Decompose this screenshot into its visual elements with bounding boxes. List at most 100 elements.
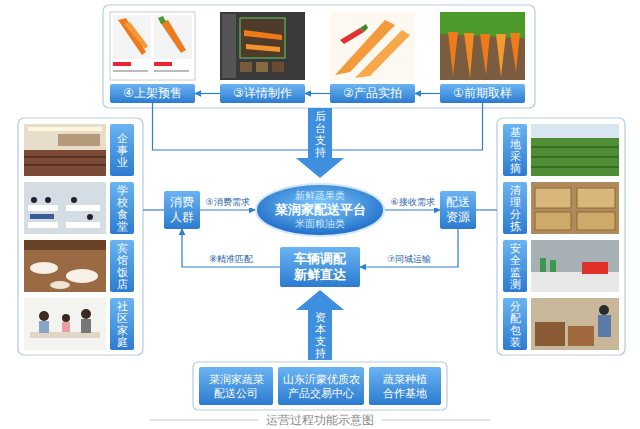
partner-box: 山东沂蒙优质农产品交易中心	[278, 367, 364, 405]
sorting-photo	[531, 182, 619, 234]
hotel-photo	[66, 269, 98, 283]
field-photo	[531, 166, 619, 168]
family-photo	[62, 314, 70, 322]
editing-photo	[256, 62, 268, 72]
testing-photo	[531, 240, 619, 292]
panel-frame	[193, 362, 447, 410]
product-photo	[330, 12, 415, 80]
canteen-photo	[66, 222, 100, 228]
listing-photo	[118, 18, 146, 55]
editing-photo	[240, 62, 252, 72]
testing-photo	[540, 258, 546, 272]
flow-connector	[305, 93, 330, 94]
testing-photo	[582, 262, 608, 274]
panel-frame	[18, 118, 143, 355]
flow-connector	[360, 229, 458, 267]
partner-box: 蔬菜种植合作基地	[369, 367, 441, 405]
product-photo	[330, 12, 415, 80]
sample-photo	[464, 33, 474, 78]
family-photo	[39, 311, 49, 321]
editing-photo	[222, 14, 236, 78]
editing-photo	[240, 18, 285, 58]
support-arrow: 后台支持	[308, 108, 332, 160]
hub-box: 消费人群	[164, 191, 200, 229]
delivery-box: 车辆调配 新鲜直达	[280, 247, 360, 287]
step-label: ③详情制作	[220, 84, 305, 103]
testing-photo	[531, 240, 619, 292]
canteen-photo	[31, 197, 37, 203]
editing-photo	[220, 12, 305, 80]
office-photo	[58, 134, 100, 146]
node-text: 米面粮油类	[295, 218, 345, 230]
listing-photo	[110, 12, 195, 80]
node-text: 配送资源	[445, 195, 471, 225]
flow-connector	[332, 103, 483, 150]
ellipse-shape	[256, 184, 384, 236]
hotel-photo	[30, 262, 58, 274]
canteen-photo	[28, 222, 58, 228]
flow-connector	[153, 103, 309, 150]
node-text: 蔬菜种植合作基地	[381, 372, 428, 401]
packing-photo	[598, 315, 611, 337]
arrow-shape	[296, 290, 344, 360]
supply-label: 基地采摘	[503, 124, 527, 176]
office-photo	[24, 156, 106, 158]
edge-label: ⑥接收需求	[389, 197, 435, 208]
editing-photo	[244, 30, 282, 40]
family-photo	[81, 319, 91, 333]
sample-photo	[440, 12, 525, 80]
flow-connector	[182, 229, 280, 267]
customer-label: 宾馆饭店	[110, 240, 134, 292]
panel-frame	[103, 5, 535, 108]
sorting-photo	[535, 188, 571, 208]
node-text: 后台支持	[315, 110, 326, 158]
node-text: 资本支持	[315, 311, 326, 359]
panel-frame	[497, 118, 625, 355]
office-photo	[24, 124, 106, 176]
listing-photo	[113, 15, 151, 59]
canteen-photo	[87, 214, 93, 220]
customer-label: 社区家庭	[110, 298, 134, 350]
customer-label: 企事业	[110, 124, 134, 176]
edge-label: ⑦同城运输	[386, 254, 432, 265]
flow-connector	[200, 209, 255, 210]
supply-label: 安全监测	[503, 240, 527, 292]
hotel-photo	[24, 240, 106, 292]
node-text: 分配包装	[510, 300, 521, 348]
canteen-photo	[28, 205, 58, 211]
office-photo	[24, 124, 106, 176]
editing-photo	[246, 44, 280, 52]
packing-photo	[531, 298, 619, 350]
testing-photo	[550, 260, 556, 272]
field-photo	[531, 124, 619, 176]
node-text: ④上架预售	[123, 86, 182, 100]
canteen-photo	[30, 214, 54, 219]
node-text: 宾馆饭店	[117, 242, 128, 290]
node-text: 企事业	[117, 132, 128, 168]
listing-photo	[158, 16, 166, 24]
flow-connector	[195, 93, 220, 94]
node-text: 新鲜蔬果类	[295, 190, 345, 202]
step-label: ②产品实拍	[330, 84, 415, 103]
step-label: ①前期取样	[440, 84, 525, 103]
hotel-photo	[50, 281, 70, 289]
family-photo	[81, 309, 91, 319]
node-text: ③详情制作	[233, 86, 292, 100]
node-text: 消费人群	[169, 195, 195, 225]
node-text: ①前期取样	[453, 86, 512, 100]
packing-photo	[568, 326, 594, 346]
testing-photo	[531, 272, 619, 292]
edge-label: ⑧精准匹配	[208, 254, 254, 265]
canteen-photo	[45, 197, 51, 203]
sorting-photo	[535, 212, 571, 230]
caption-rule	[382, 420, 490, 421]
family-photo	[24, 298, 106, 350]
packing-photo	[531, 298, 619, 350]
sample-photo	[440, 12, 525, 80]
product-photo	[360, 24, 368, 32]
editing-photo	[220, 12, 305, 80]
node-text: 社区家庭	[117, 300, 128, 348]
platform-ellipse: 新鲜蔬果类菜润家配送平台米面粮油类	[255, 183, 385, 237]
office-photo	[24, 150, 106, 176]
canteen-photo	[71, 197, 77, 203]
